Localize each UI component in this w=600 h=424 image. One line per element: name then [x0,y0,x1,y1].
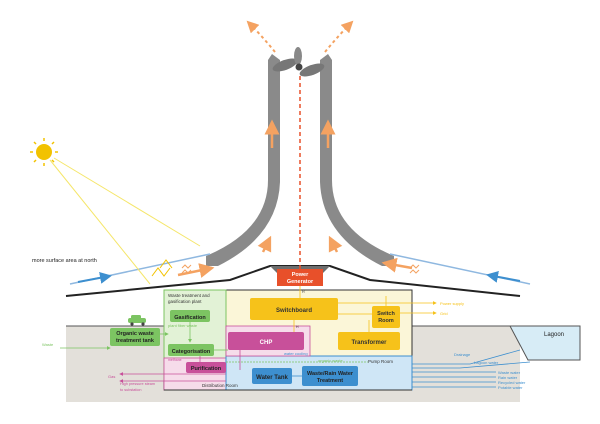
car-icon [128,315,146,326]
categorisation-box [168,344,214,356]
switchboard-box [250,298,338,320]
substation-label: to substation [120,388,142,392]
waste-water-label: Waste water [498,370,521,375]
sun-icon [30,138,58,166]
power-generator-label-2: Generator [287,279,314,285]
transformer-box [338,332,400,350]
transformer-label: Transformer [351,340,387,346]
purification-box [186,362,226,373]
water-tank-label: Water Tank [256,375,288,381]
sun-rays [49,157,201,285]
purification-label: Purification [191,366,222,372]
switch-room-label-2: Room [378,318,394,324]
organic-tank-box [110,328,160,346]
gas-label: Gas [108,374,115,379]
lagoon-water-label: Lagoon water [474,360,499,365]
drainage-label: Drainage [454,352,471,357]
h-label: H [302,290,305,294]
air-inflow-lines [69,253,531,285]
plant-fiber-label: plant fiber waste [168,323,198,328]
gasification-label: Gasification [174,315,206,321]
organic-waste-label: organic waste [318,358,343,363]
organic-tank-label-1: Organic waste [116,331,154,337]
chp-label: CHP [260,340,273,346]
turbine-icon [272,47,325,77]
power-supply-label: Power supply [440,301,464,306]
waste-label: Waste [42,342,54,347]
heat-waves [181,264,420,274]
yellow-flow-lines [293,286,437,332]
water-tank-box [252,368,292,384]
gasification-box [170,310,210,322]
waste-plant-heading-2: gasification plant [168,299,202,304]
pump-room-label: Pump Room [368,359,393,364]
blue-flow-lines [292,349,531,388]
exhaust-arrows [246,20,354,53]
water-treatment-label-1: Waste/Rain Water [307,371,354,377]
water-cooling-label: water cooling [284,351,308,356]
distribution-room-label: Distribution Room [202,383,238,388]
chimney-tower [206,54,394,266]
waste-plant-heading-1: Waste treatment and [168,293,210,298]
pink-flow-lines [119,350,241,383]
methane-label: methane [168,358,182,362]
water-treatment-box [302,366,358,386]
switch-room-box [372,306,400,328]
steam-label: High pressure steam [120,382,155,386]
switch-room-label-1: Switch [377,311,395,317]
switchboard-label: Switchboard [276,308,312,314]
power-generator-box [277,269,323,286]
updraft-arrows [257,119,343,253]
green-flow-lines [60,322,368,363]
organic-tank-label-2: treatment tank [116,338,155,344]
lagoon-label: Lagoon [544,332,564,338]
potable-water-label: Potable water [498,385,523,390]
power-generator-label-1: Power [292,272,309,278]
chp-box [228,332,304,350]
h2-label: H [296,325,299,329]
rain-water-label: Rain water [498,375,518,380]
recycled-water-label: Recycled water [498,380,526,385]
water-treatment-label-2: Treatment [317,378,343,384]
more-surface-label: more surface area at north [32,258,97,264]
grid-label: Grid [440,311,448,316]
categorisation-label: Categorisation [172,349,211,355]
lagoon-basin [509,325,581,361]
